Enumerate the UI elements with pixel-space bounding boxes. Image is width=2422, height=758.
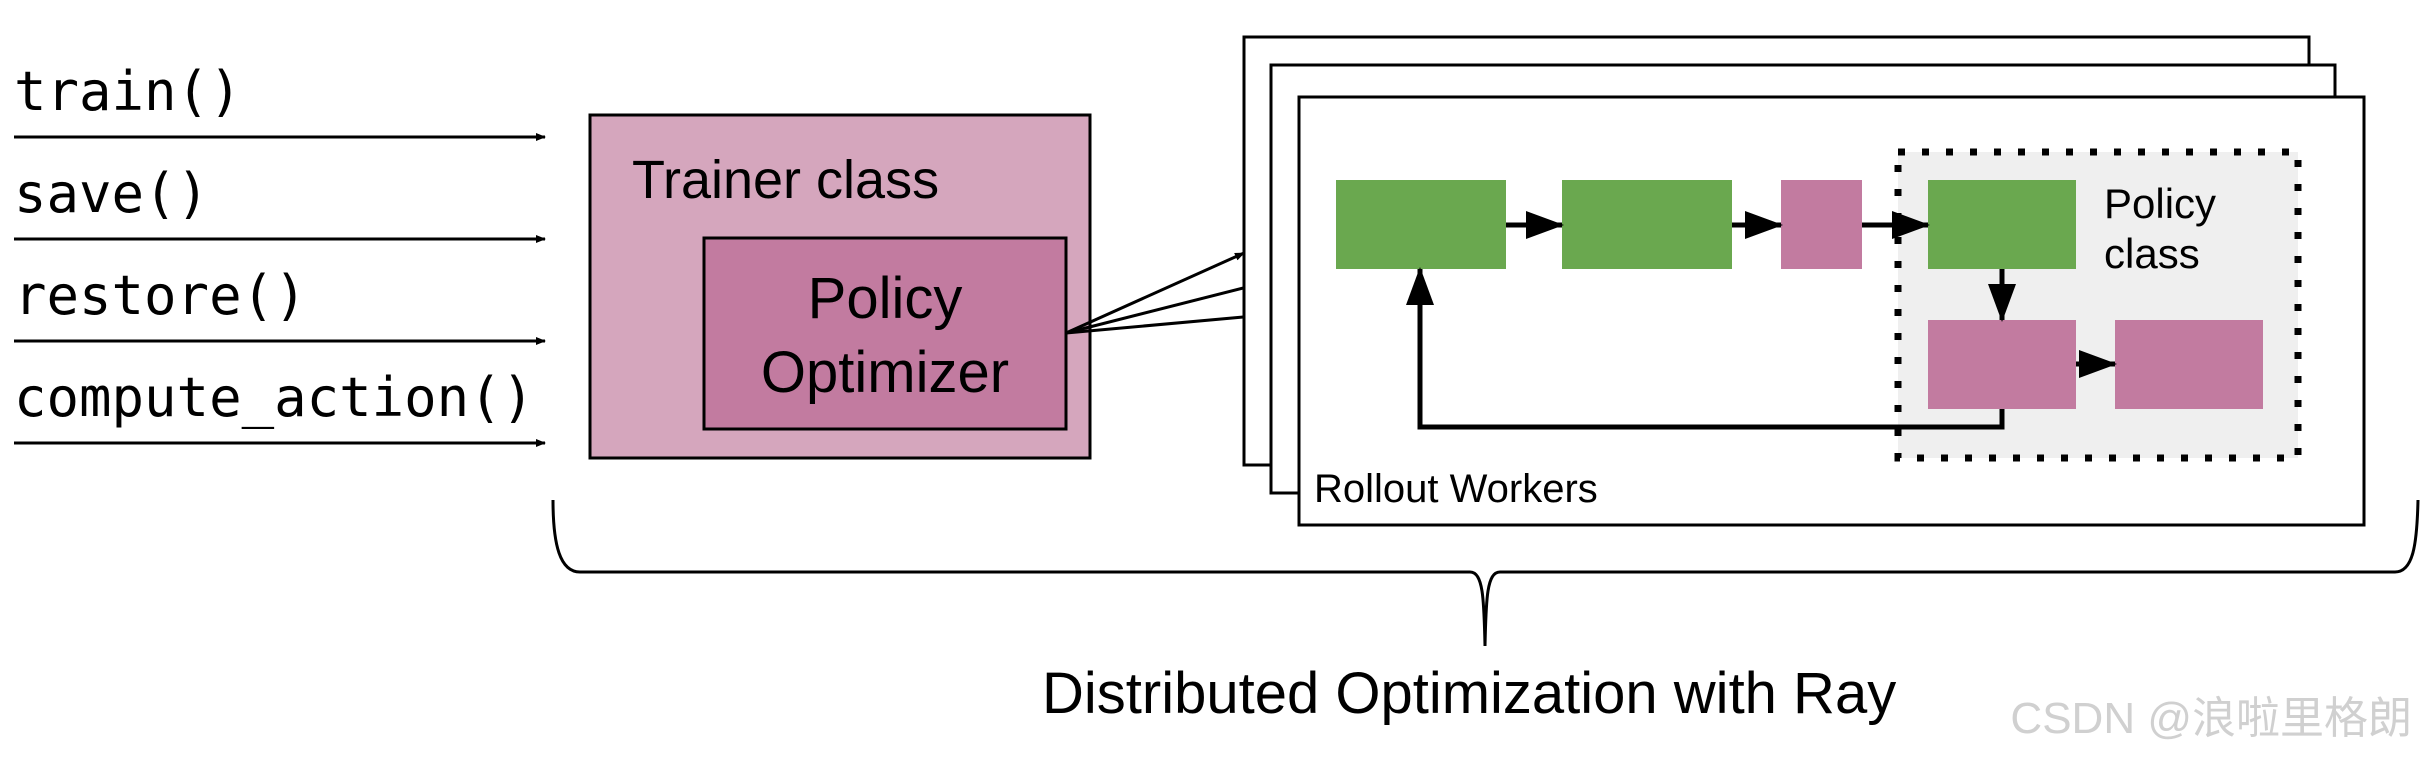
green-block-3 — [1928, 180, 2076, 269]
csdn-watermark: CSDN @浪啦里格朗 — [2010, 694, 2412, 743]
pink-block-right — [2115, 320, 2263, 409]
trainer-class: Trainer class Policy Optimizer — [588, 113, 1092, 460]
green-block-1 — [1336, 180, 1506, 269]
pink-block-small — [1781, 180, 1862, 269]
policy-optimizer-box — [702, 236, 1068, 431]
rollout-workers: Rollout Workers Policy class — [1242, 35, 2366, 527]
distributed-brace — [551, 499, 2420, 647]
optimizer-arrow-worker-2 — [1065, 279, 1272, 335]
method-train-label: train() — [14, 60, 242, 123]
rollout-workers-label: Rollout Workers — [1314, 467, 1598, 511]
policy-class-label-line1: Policy — [2104, 180, 2216, 227]
feedback-loop-arrow — [1406, 267, 2005, 430]
diagram-caption: Distributed Optimization with Ray — [1042, 661, 1896, 726]
policy-optimizer-label-line1: Policy — [808, 266, 963, 331]
optimizer-arrow-worker-1 — [1065, 251, 1245, 335]
method-compute-action-label: compute_action() — [14, 366, 534, 429]
policy-class-label-line2: class — [2104, 230, 2200, 277]
method-save-label: save() — [14, 162, 209, 225]
trainer-class-title: Trainer class — [632, 150, 939, 210]
green-block-2 — [1562, 180, 1732, 269]
api-methods: train() save() restore() compute_action(… — [14, 60, 546, 447]
pink-block-left — [1928, 320, 2076, 409]
method-restore-label: restore() — [14, 264, 307, 327]
policy-optimizer-label-line2: Optimizer — [761, 340, 1009, 405]
